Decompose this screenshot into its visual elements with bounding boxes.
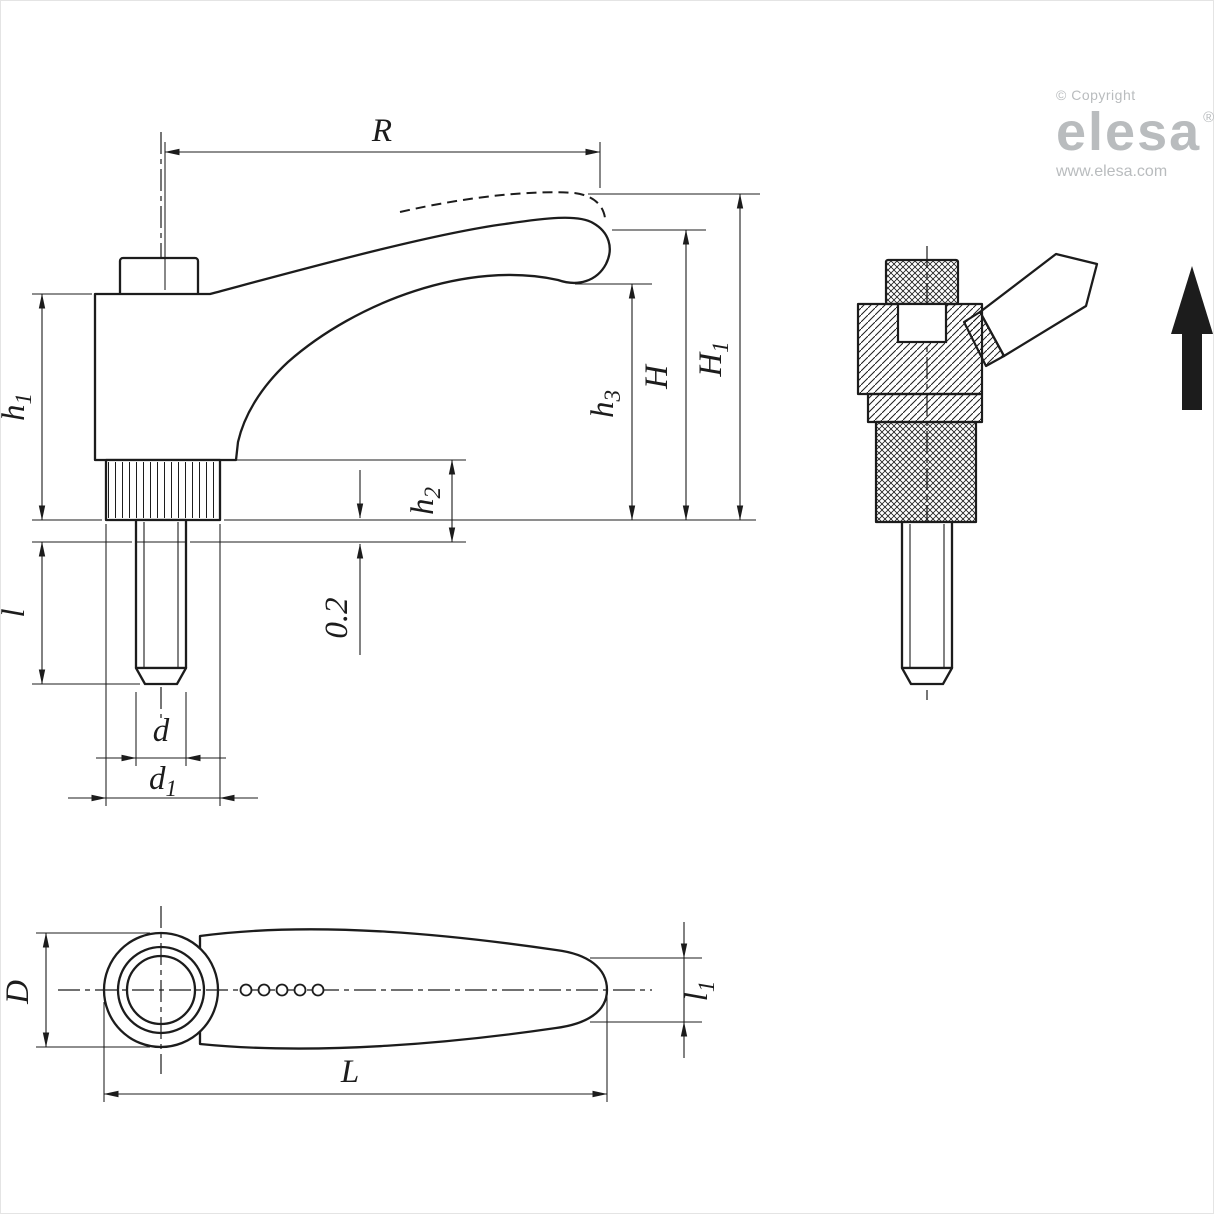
side-stud-chamfer — [900, 666, 954, 686]
label-d1: d1 — [149, 761, 177, 801]
front-dimensions: R h1 l h2 — [0, 113, 760, 806]
dim-D: D — [0, 932, 150, 1048]
side-release-button — [884, 258, 960, 306]
side-knurled-nut — [874, 420, 978, 524]
index-hole — [275, 983, 289, 997]
website-text: www.elesa.com — [1056, 163, 1168, 181]
index-hole — [293, 983, 307, 997]
elesa-logo: © Copyright elesa® www.elesa.com — [1056, 88, 1214, 181]
label-R: R — [371, 113, 392, 149]
label-h3: h3 — [585, 390, 625, 418]
label-clearance: 0.2 — [319, 597, 355, 638]
dim-H: H — [612, 229, 706, 521]
dim-clearance: 0.2 — [224, 470, 374, 655]
dim-l: l — [0, 541, 140, 685]
registered-mark: ® — [1203, 108, 1214, 126]
top-view — [58, 906, 652, 1074]
label-L: L — [340, 1054, 359, 1090]
up-arrow-icon — [1171, 266, 1213, 410]
dim-L: L — [103, 996, 608, 1102]
copyright-text: © Copyright — [1056, 87, 1136, 103]
label-d: d — [153, 713, 170, 749]
index-hole — [257, 983, 271, 997]
dim-h2: h2 — [190, 459, 466, 543]
front-view — [93, 132, 611, 718]
side-flange-section — [866, 392, 984, 424]
knurl-texture — [108, 462, 218, 518]
clamp-release-button — [118, 256, 200, 298]
label-l: l — [0, 608, 32, 617]
dim-d: d — [96, 692, 226, 766]
brand-line: elesa® — [1056, 101, 1214, 162]
handle-released-position — [399, 191, 606, 219]
side-view — [856, 246, 1099, 700]
label-l1: l1 — [679, 981, 719, 1002]
label-H: H — [639, 363, 675, 390]
lever-handle-body — [93, 216, 611, 462]
elesa-brand-text: elesa — [1056, 101, 1202, 162]
label-h1: h1 — [0, 393, 36, 421]
dim-d1: d1 — [68, 524, 258, 806]
side-lever-arm — [978, 252, 1099, 358]
dim-h1: h1 — [0, 293, 102, 521]
label-H1: H1 — [693, 341, 733, 377]
index-hole — [239, 983, 253, 997]
index-hole — [311, 983, 325, 997]
dim-R: R — [164, 113, 601, 290]
dim-h3: h3 — [575, 283, 652, 521]
dim-H1: H1 — [588, 193, 760, 521]
label-h2: h2 — [405, 487, 445, 515]
label-D: D — [0, 980, 36, 1005]
dim-l1: l1 — [590, 922, 719, 1058]
side-button-socket — [896, 302, 948, 344]
top-dimensions: D L l1 — [0, 922, 719, 1102]
stud-tip-chamfer — [134, 666, 188, 686]
